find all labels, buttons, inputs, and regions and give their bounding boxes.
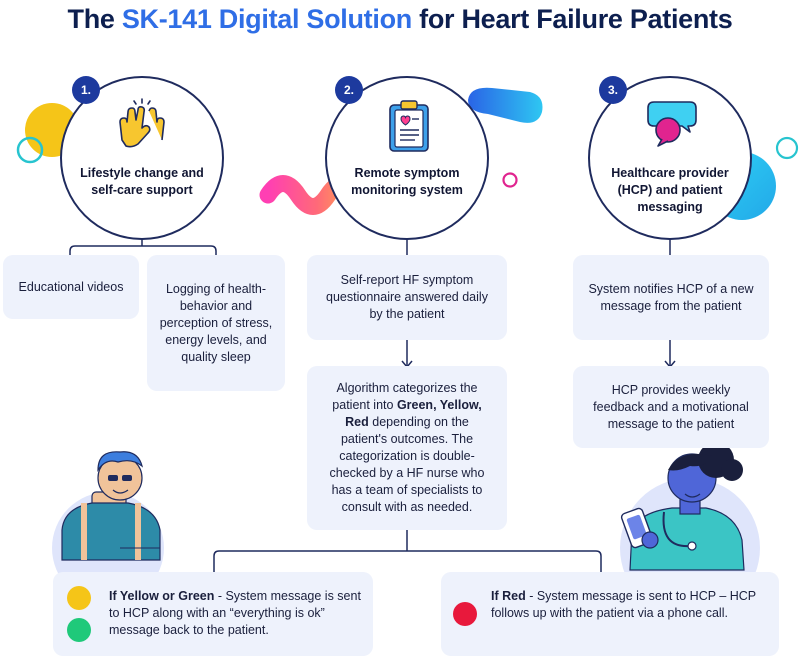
red-outcome-card: If Red - System message is sent to HCP –… (441, 572, 779, 656)
yellow-green-outcome-text: If Yellow or Green - System message is s… (109, 588, 361, 639)
algorithm-text-after: depending on the patient's outcomes. The… (329, 415, 485, 514)
symptom-questionnaire-text: Self-report HF symptom questionnaire ans… (326, 273, 488, 321)
title-prefix: The (67, 4, 122, 34)
red-outcome-condition: If Red (491, 589, 526, 603)
educational-videos-text: Educational videos (18, 279, 124, 294)
green-status-dot (67, 618, 91, 642)
step-1-badge: 1. (72, 76, 100, 104)
yellow-green-outcome-description: - System message is sent to HCP along wi… (109, 589, 361, 637)
yellow-green-outcome-condition: If Yellow or Green (109, 589, 215, 603)
nurse-avatar-illustration (620, 442, 745, 571)
teal-ring-left (16, 136, 44, 164)
blue-blob (468, 87, 543, 123)
hcp-notification-text: System notifies HCP of a new message fro… (588, 281, 754, 313)
magenta-ring (502, 172, 518, 188)
algorithm-categorization-box: Algorithm categorizes the patient into G… (307, 366, 507, 530)
algorithm-text-before: Algorithm categorizes the patient into (332, 381, 478, 412)
health-logging-box: Logging of health-behavior and perceptio… (147, 255, 285, 391)
algorithm-categorization-text: Algorithm categorizes the patient into G… (321, 380, 493, 516)
title-highlight: SK-141 Digital Solution (121, 4, 412, 34)
hcp-feedback-text: HCP provides weekly feedback and a motiv… (593, 382, 749, 431)
step-2-badge: 2. (335, 76, 363, 104)
clipboard-heart-icon (389, 100, 429, 152)
page-title: The SK-141 Digital Solution for Heart Fa… (0, 4, 800, 35)
red-status-dot (453, 602, 477, 626)
step-3-label: Healthcare provider (HCP) and patient me… (611, 166, 729, 214)
step-1-label: Lifestyle change and self-care support (80, 166, 204, 197)
step-3-circle: Healthcare provider (HCP) and patient me… (588, 76, 752, 240)
yellow-green-outcome-card: If Yellow or Green - System message is s… (53, 572, 373, 656)
teal-ring-right (775, 136, 799, 160)
hcp-feedback-box: HCP provides weekly feedback and a motiv… (573, 366, 769, 448)
hcp-notification-box: System notifies HCP of a new message fro… (573, 255, 769, 340)
step-2-label: Remote symptom monitoring system (351, 166, 463, 197)
patient-avatar-illustration (61, 451, 161, 561)
step-3-badge: 3. (599, 76, 627, 104)
symptom-questionnaire-box: Self-report HF symptom questionnaire ans… (307, 255, 507, 340)
red-outcome-description: - System message is sent to HCP – HCP fo… (491, 589, 756, 620)
algorithm-text-categories: Green, Yellow, Red (345, 398, 482, 429)
health-logging-text: Logging of health-behavior and perceptio… (159, 281, 273, 364)
chat-bubbles-icon (647, 101, 697, 147)
title-suffix: for Heart Failure Patients (411, 4, 733, 34)
step-1-circle: Lifestyle change and self-care support (60, 76, 224, 240)
high-five-hands-icon (119, 98, 165, 148)
red-outcome-text: If Red - System message is sent to HCP –… (491, 588, 767, 622)
educational-videos-box: Educational videos (3, 255, 139, 319)
yellow-status-dot (67, 586, 91, 610)
